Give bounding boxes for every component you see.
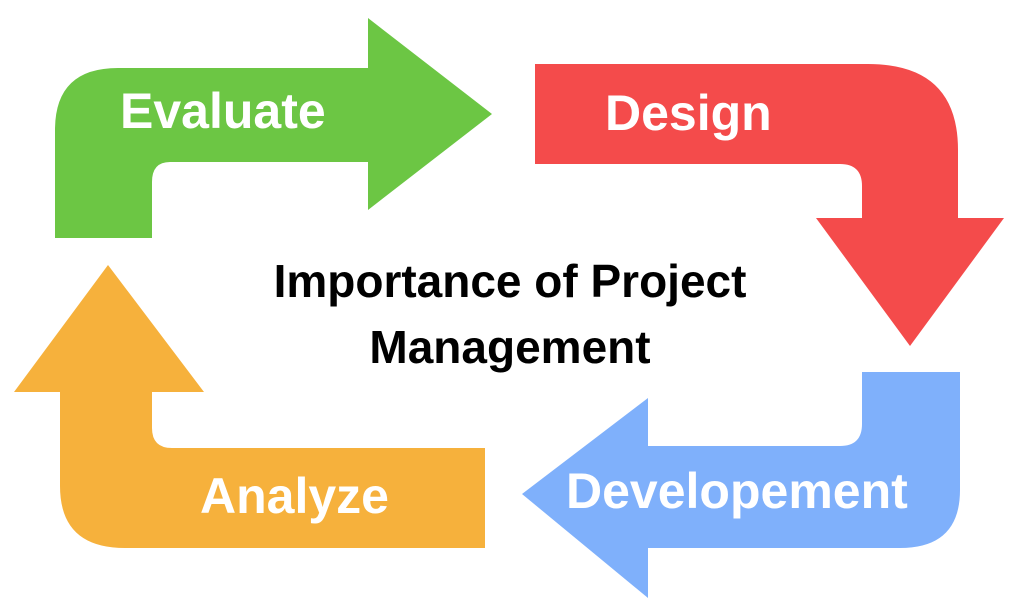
title-line-2: Management xyxy=(369,321,651,373)
developement-label: Developement xyxy=(566,463,908,519)
analyze-arrow xyxy=(14,265,485,548)
evaluate-label: Evaluate xyxy=(120,83,326,139)
evaluate-arrow xyxy=(55,18,492,238)
analyze-label: Analyze xyxy=(200,468,389,524)
title-line-1: Importance of Project xyxy=(273,255,747,307)
design-label: Design xyxy=(605,85,772,141)
design-arrow xyxy=(535,64,1004,346)
diagram-title: Importance of Project Management xyxy=(200,248,820,380)
developement-arrow xyxy=(522,372,960,598)
